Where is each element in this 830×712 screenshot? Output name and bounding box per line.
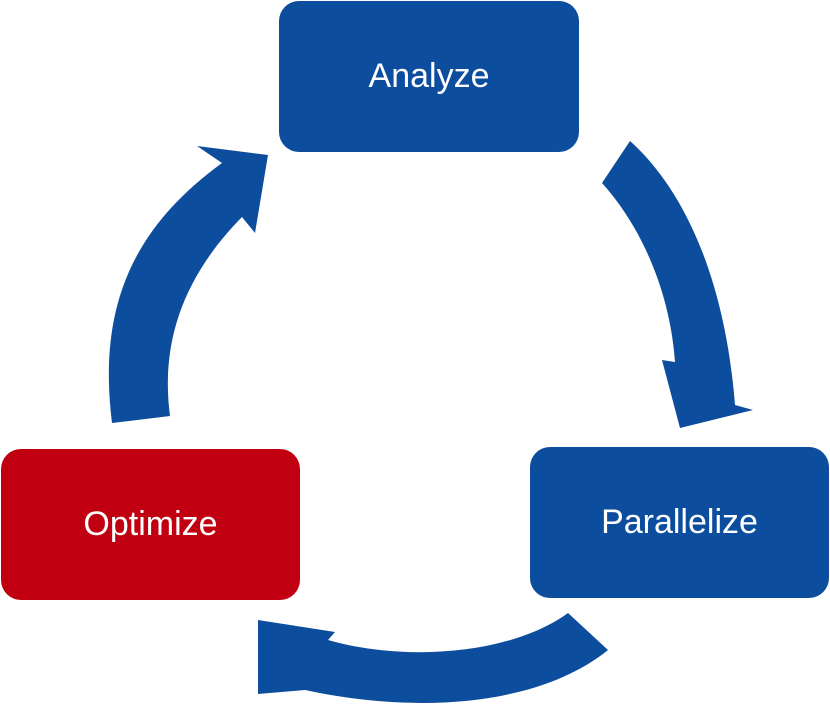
- node-parallelize: Parallelize: [530, 447, 829, 598]
- node-optimize-label: Optimize: [83, 505, 218, 543]
- node-analyze: Analyze: [279, 1, 579, 152]
- arrow-analyze-to-parallelize: [602, 141, 753, 428]
- node-optimize: Optimize: [1, 449, 300, 600]
- arrow-optimize-to-analyze: [108, 146, 268, 423]
- arrow-parallelize-to-optimize: [258, 613, 608, 703]
- node-parallelize-label: Parallelize: [601, 503, 758, 541]
- node-analyze-label: Analyze: [368, 57, 490, 95]
